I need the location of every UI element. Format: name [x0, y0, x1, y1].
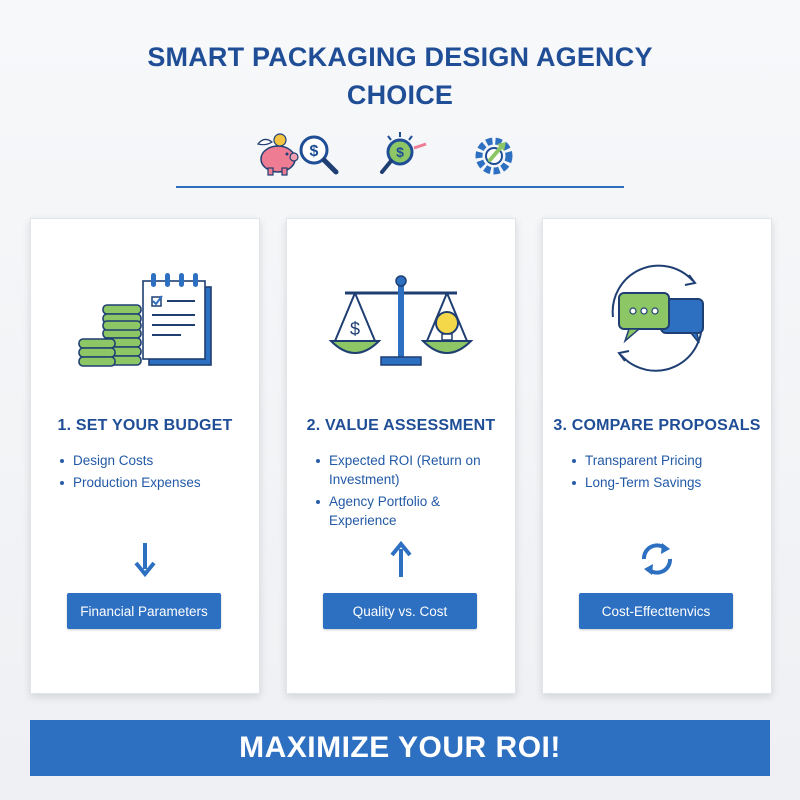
balance-scale-icon: $	[328, 275, 474, 366]
page-title-line-2: CHOICE	[346, 80, 454, 110]
bullet-item: Agency Portfolio & Experience	[307, 492, 507, 530]
coins-and-notepad-icon	[78, 273, 212, 367]
maximize-roi-banner: MAXIMIZE YOUR ROI!	[30, 720, 770, 776]
analysis-magnifier-icon: $	[380, 132, 427, 174]
bullet-item: Long-Term Savings	[563, 473, 763, 492]
financial-parameters-button[interactable]: Financial Parameters	[67, 593, 221, 629]
magnifier-dollar-icon: $	[299, 135, 339, 175]
card-heading: 2. VALUE ASSESSMENT	[306, 417, 496, 434]
card-heading: 1. SET YOUR BUDGET	[57, 417, 233, 434]
cost-effectiveness-button[interactable]: Cost-Effecttenvics	[579, 593, 733, 629]
bullet-item: Design Costs	[51, 451, 251, 470]
bullet-item: Production Expenses	[51, 473, 251, 492]
page-title: SMART PACKAGING DESIGN AGENCY CHOICE	[0, 38, 800, 114]
gear-growth-icon	[475, 137, 513, 175]
svg-text:$: $	[350, 319, 360, 339]
card-heading: 3. COMPARE PROPOSALS	[553, 417, 761, 434]
bullet-list: Design Costs Production Expenses	[51, 451, 251, 495]
chat-bubbles-cycle-icon	[611, 264, 704, 372]
arrow-up-icon	[390, 540, 412, 577]
svg-text:$: $	[396, 144, 404, 160]
bullet-list: Transparent Pricing Long-Term Savings	[563, 451, 763, 495]
refresh-cycle-icon	[642, 543, 672, 575]
card-value-assessment: $ 2. VALUE ASSESSMENT Expected ROI (Retu…	[286, 218, 516, 694]
title-divider	[176, 186, 624, 188]
bullet-item: Expected ROI (Return on Investment)	[307, 451, 507, 489]
card-compare-proposals: 3. COMPARE PROPOSALS Transparent Pricing…	[542, 218, 772, 694]
svg-text:$: $	[310, 143, 319, 160]
quality-vs-cost-button[interactable]: Quality vs. Cost	[323, 593, 477, 629]
bullet-list: Expected ROI (Return on Investment) Agen…	[307, 451, 507, 533]
card-set-budget: 1. SET YOUR BUDGET Design Costs Producti…	[30, 218, 260, 694]
header-icon-row: $ $	[0, 126, 800, 182]
arrow-down-icon	[134, 543, 156, 578]
bullet-item: Transparent Pricing	[563, 451, 763, 470]
page-title-line-1: SMART PACKAGING DESIGN AGENCY	[147, 42, 653, 72]
piggy-bank-icon	[256, 133, 299, 176]
